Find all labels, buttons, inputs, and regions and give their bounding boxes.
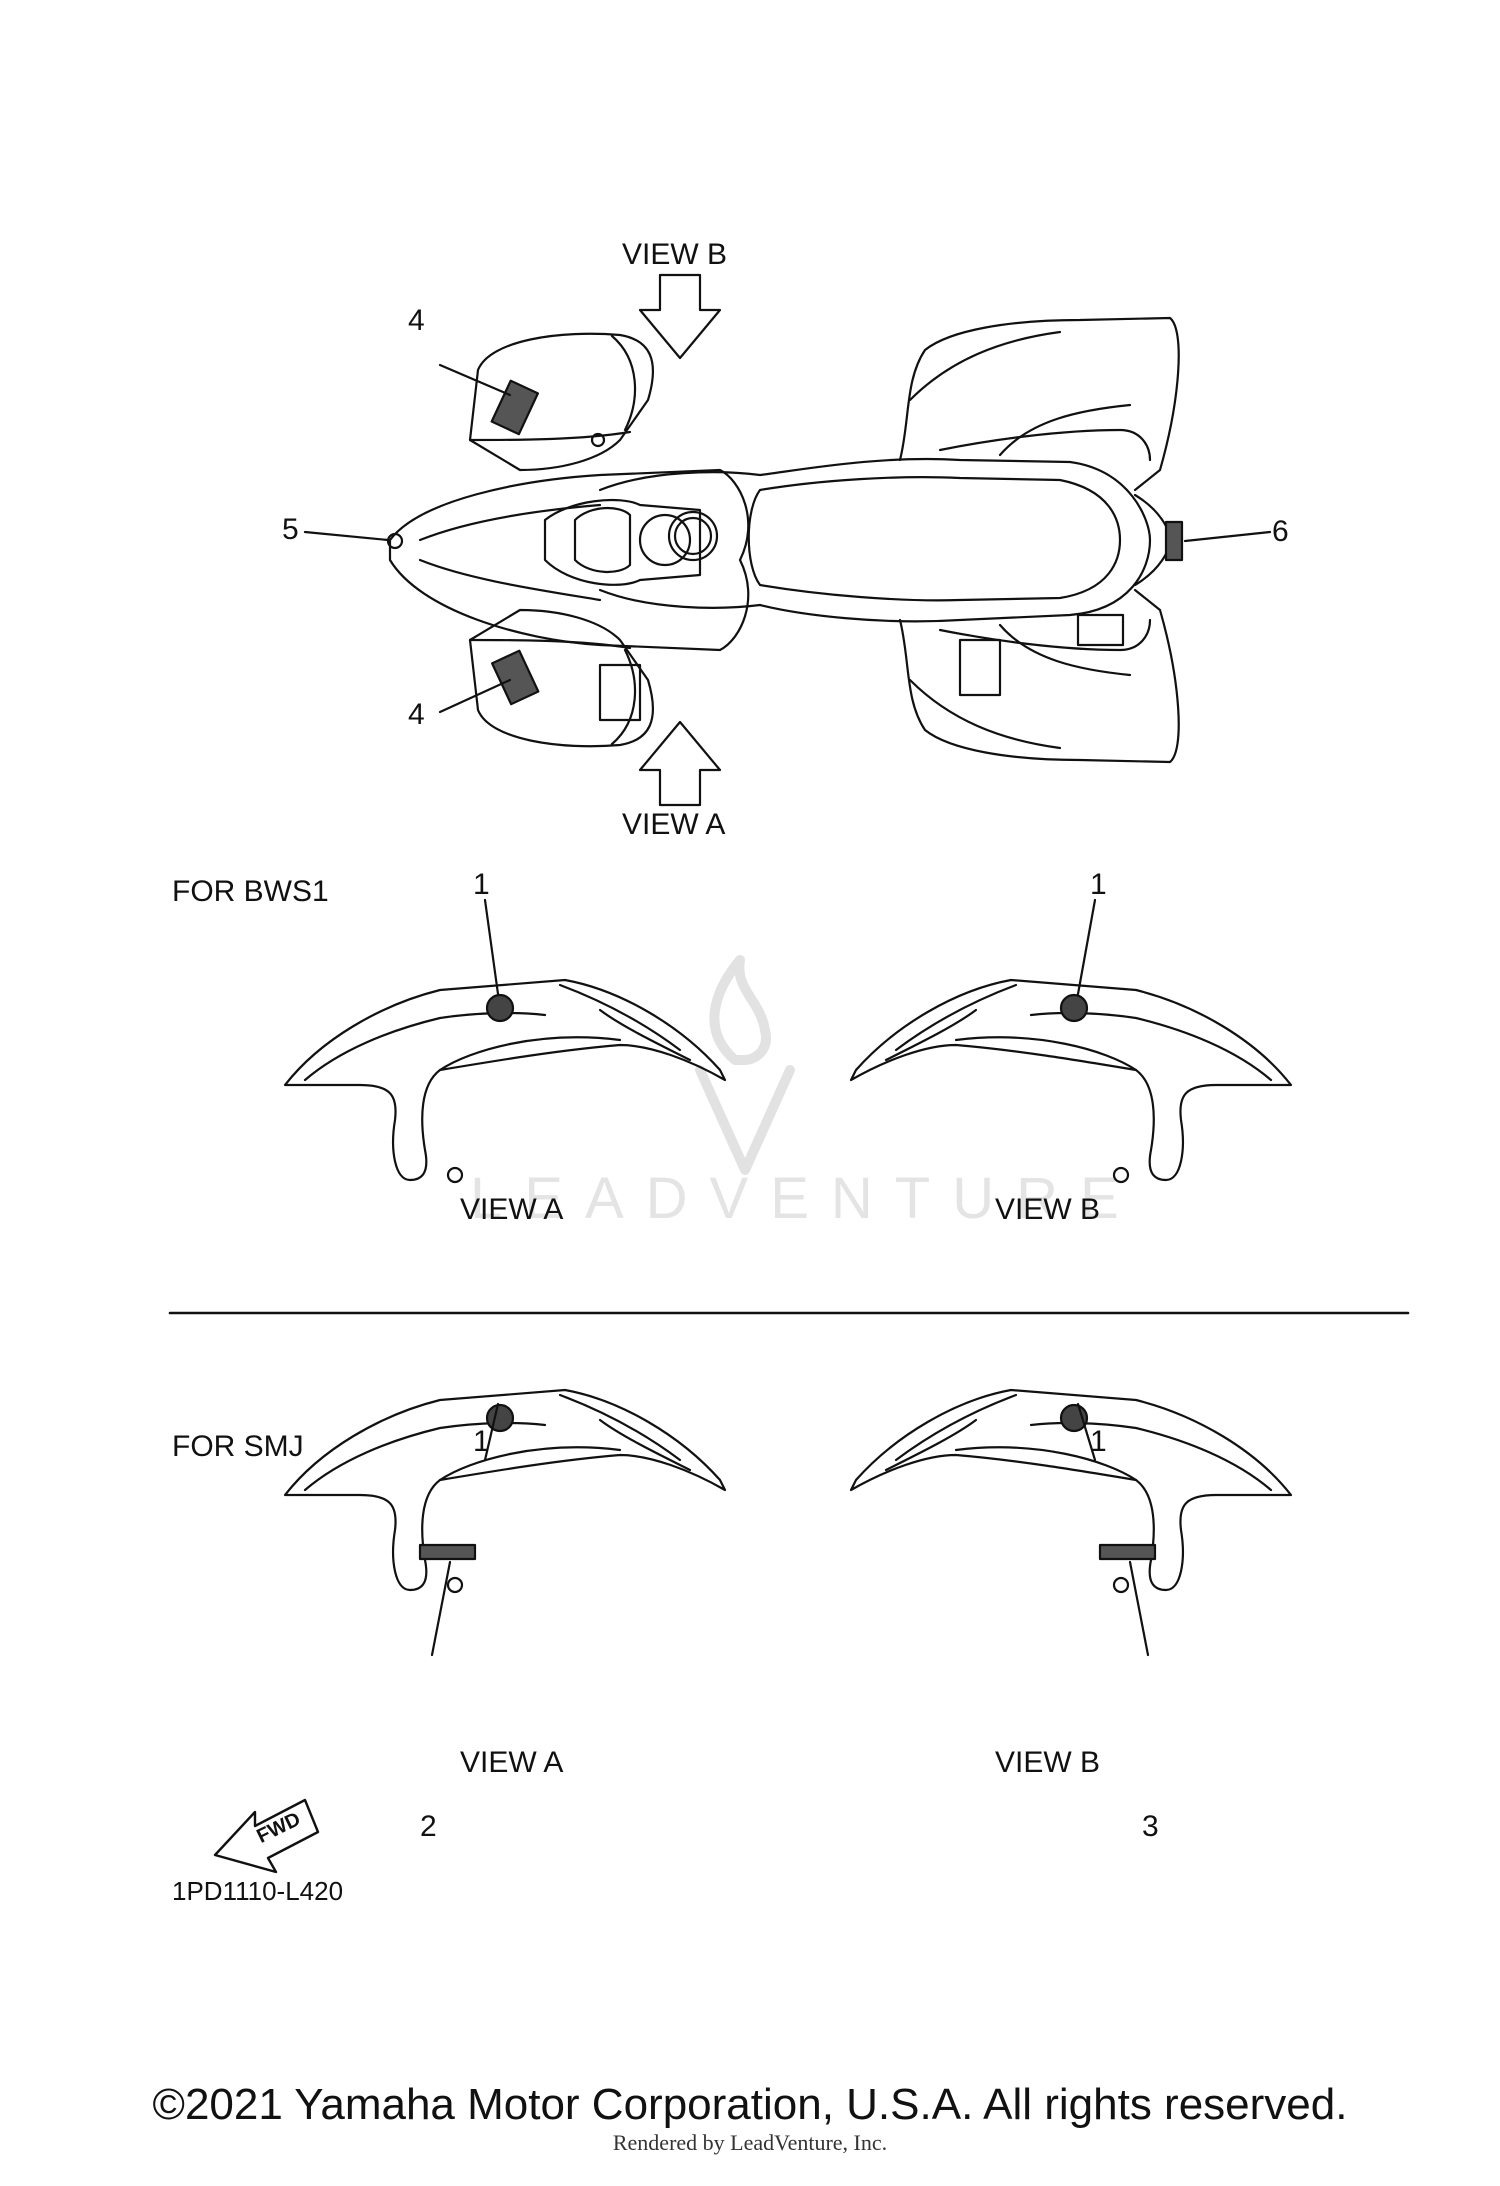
callout-4-upper: 4 xyxy=(408,304,425,337)
label-smj-view-a: VIEW A xyxy=(460,1746,564,1779)
copyright-notice: ©2021 Yamaha Motor Corporation, U.S.A. A… xyxy=(152,2080,1348,2129)
label-view-b-top: VIEW B xyxy=(622,238,728,271)
front-fender-upper xyxy=(468,332,655,472)
callout-1-bws1-a: 1 xyxy=(473,868,490,901)
arrow-view-a xyxy=(638,720,722,807)
rendered-by-notice: Rendered by LeadVenture, Inc. xyxy=(612,2130,888,2155)
callout-1-smj-b: 1 xyxy=(1090,1425,1107,1458)
fwd-arrow-icon xyxy=(213,1798,320,1874)
callout-1-bws1-b: 1 xyxy=(1090,868,1107,901)
callout-2: 2 xyxy=(420,1810,437,1843)
callout-3: 3 xyxy=(1142,1810,1159,1843)
label-for-smj: FOR SMJ xyxy=(172,1430,304,1463)
label-for-bws1: FOR BWS1 xyxy=(172,875,329,908)
label-bws1-view-b: VIEW B xyxy=(995,1193,1101,1226)
label-smj-view-b: VIEW B xyxy=(995,1746,1101,1779)
watermark-text: LEADVENTURE xyxy=(470,1166,1141,1231)
callout-1-smj-a: 1 xyxy=(473,1425,490,1458)
arrow-view-b xyxy=(638,273,722,360)
label-view-a-top: VIEW A xyxy=(622,808,726,841)
rear-fender-lower xyxy=(898,588,1180,764)
atv-top-view xyxy=(386,316,1184,764)
diagram-code: 1PD1110-L420 xyxy=(172,1876,344,1906)
rear-fender-upper xyxy=(898,316,1180,492)
label-bws1-view-a: VIEW A xyxy=(460,1193,564,1226)
front-fender-lower xyxy=(468,608,655,748)
callout-5: 5 xyxy=(282,513,299,546)
callout-6: 6 xyxy=(1272,515,1289,548)
callout-4-lower: 4 xyxy=(408,698,425,731)
watermark-logo xyxy=(695,955,795,1175)
